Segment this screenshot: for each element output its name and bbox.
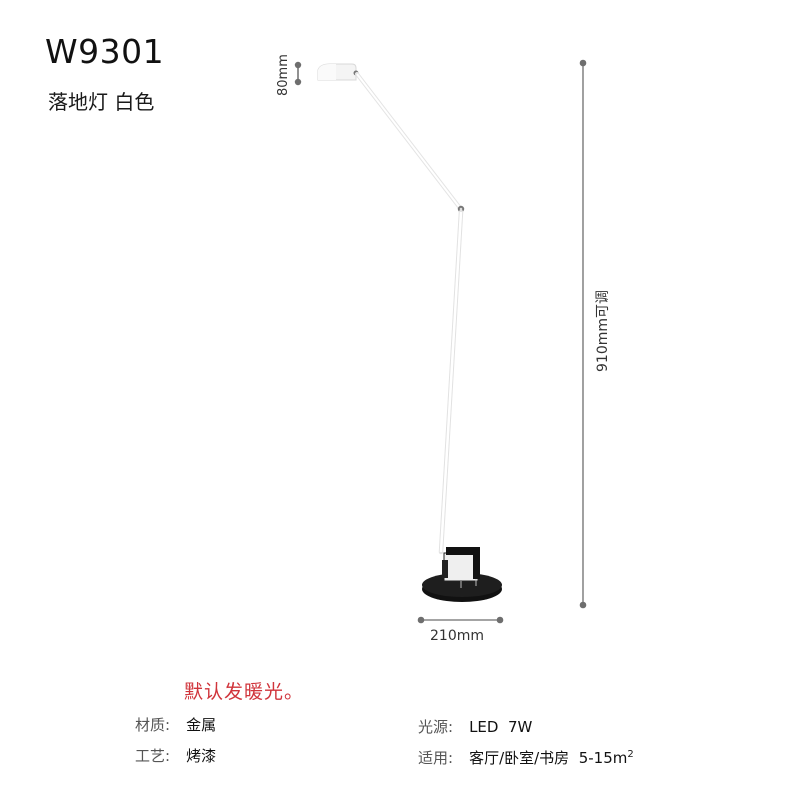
product-model: W9301 (45, 32, 165, 71)
warm-light-notice: 默认发暖光。 (184, 681, 305, 703)
spec-usage-label: 适用: (418, 749, 454, 767)
spec-material: 材质: 金属 (135, 714, 216, 735)
spec-material-label: 材质: (135, 716, 171, 734)
spec-light-source: 光源: LED 7W (418, 716, 532, 737)
base-width-label: 210mm (430, 628, 484, 644)
lamp-head (317, 63, 359, 81)
spec-light-source-label: 光源: (418, 718, 454, 736)
spec-usage: 适用: 客厅/卧室/书房 5-15m2 (418, 747, 634, 768)
spec-material-value: 金属 (186, 716, 217, 734)
spec-process-label: 工艺: (135, 747, 171, 765)
product-subtitle: 落地灯 白色 (48, 90, 155, 114)
head-height-label: 80mm (276, 54, 291, 96)
spec-usage-value: 客厅/卧室/书房 5-15m (469, 749, 628, 767)
spec-usage-superscript: 2 (627, 749, 634, 760)
total-height-label: 910mm可调 (595, 290, 611, 372)
base-width-dimension (417, 616, 504, 624)
spec-light-source-value: LED 7W (469, 718, 533, 736)
total-height-dimension (579, 59, 587, 609)
spec-process-value: 烤漆 (186, 747, 217, 765)
spec-process: 工艺: 烤漆 (135, 745, 216, 766)
head-height-dimension (294, 61, 302, 86)
lamp-base (422, 547, 502, 602)
